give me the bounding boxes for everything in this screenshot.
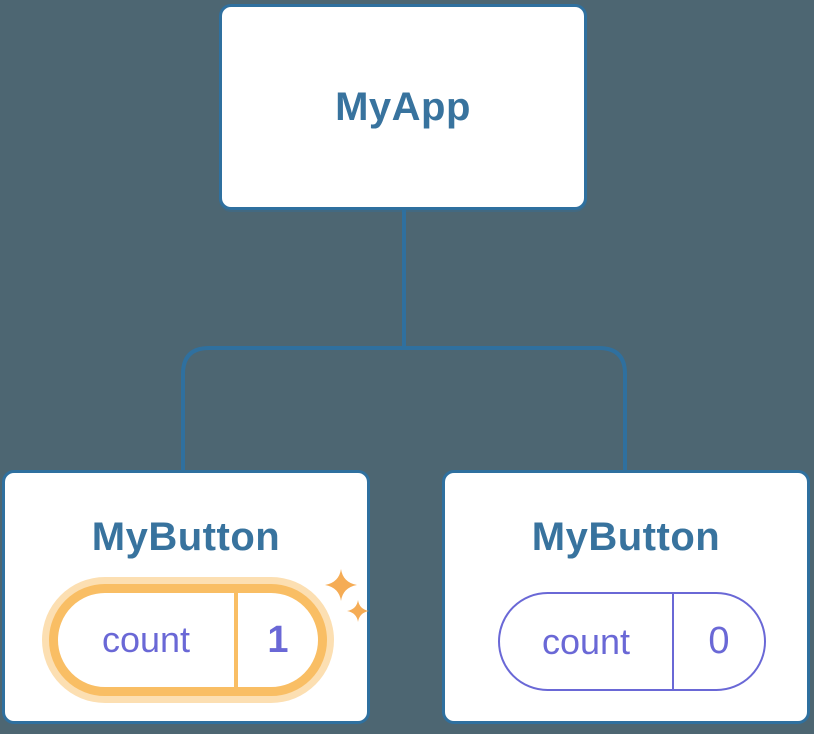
state-key-label: count bbox=[101, 619, 191, 660]
state-value: 1 bbox=[267, 618, 289, 661]
sparkle-icon bbox=[347, 600, 369, 622]
pill-divider bbox=[672, 594, 674, 689]
state-pill-highlighted: count 1 bbox=[42, 577, 334, 703]
state-value: 0 bbox=[708, 620, 730, 662]
button-component-title: MyButton bbox=[531, 515, 721, 559]
button-component-node-right: MyButton count 0 bbox=[442, 470, 810, 724]
sparkle-icon bbox=[325, 569, 357, 601]
state-pill-plain: count 0 bbox=[498, 592, 766, 691]
root-component-node: MyApp bbox=[219, 4, 587, 210]
button-component-node-left: MyButton count 1 bbox=[2, 470, 370, 724]
state-key-label: count bbox=[541, 620, 631, 662]
pill-divider bbox=[234, 593, 238, 687]
button-component-title: MyButton bbox=[91, 515, 281, 559]
root-component-title: MyApp bbox=[335, 84, 471, 129]
